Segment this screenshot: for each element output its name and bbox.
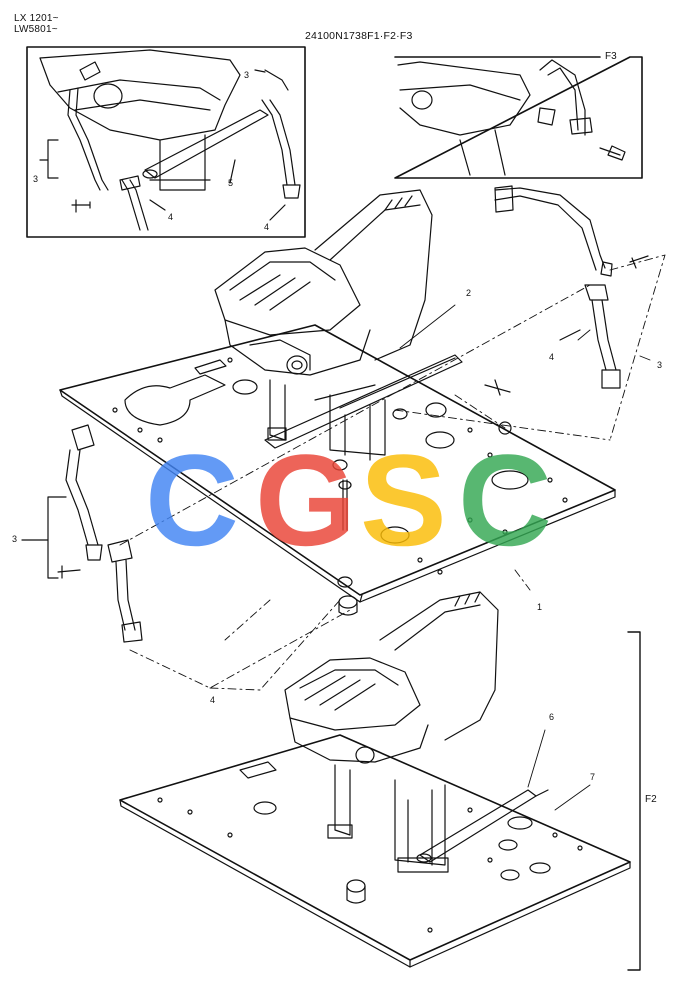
callout-1: 1 <box>537 602 543 612</box>
part-number: 24100N1738F1·F2·F3 <box>305 30 413 42</box>
serial-range-lx: LX 1201~ <box>14 13 59 24</box>
callout-3: 3 <box>657 360 663 370</box>
leader-lines <box>119 254 666 691</box>
serial-range-lw: LW5801~ <box>14 24 58 35</box>
watermark-letter-c1: C <box>145 427 239 573</box>
callout-4: 4 <box>549 352 555 362</box>
watermark-letter-g: G <box>255 427 356 573</box>
inset-left-frame <box>26 46 306 238</box>
main-seat <box>214 189 463 461</box>
callout-2: 2 <box>466 288 472 298</box>
callout-7: 7 <box>590 772 596 782</box>
callout-4: 4 <box>210 695 216 705</box>
watermark-letter-s: S <box>360 427 447 573</box>
callout-3: 3 <box>33 174 39 184</box>
callout-3: 3 <box>244 70 250 80</box>
callout-4: 4 <box>264 222 270 232</box>
lower-floor-plate <box>119 591 641 971</box>
callout-3: 3 <box>12 534 18 544</box>
inset-right-frame <box>394 56 643 179</box>
watermark-letter-c2: C <box>458 427 552 573</box>
main-floor-plate <box>59 324 616 603</box>
callout-4: 4 <box>168 212 174 222</box>
callout-f2: F2 <box>645 794 657 805</box>
main-belts <box>21 185 649 643</box>
callout-5: 5 <box>228 178 234 188</box>
callout-6: 6 <box>549 712 555 722</box>
callout-f3: F3 <box>605 51 617 62</box>
